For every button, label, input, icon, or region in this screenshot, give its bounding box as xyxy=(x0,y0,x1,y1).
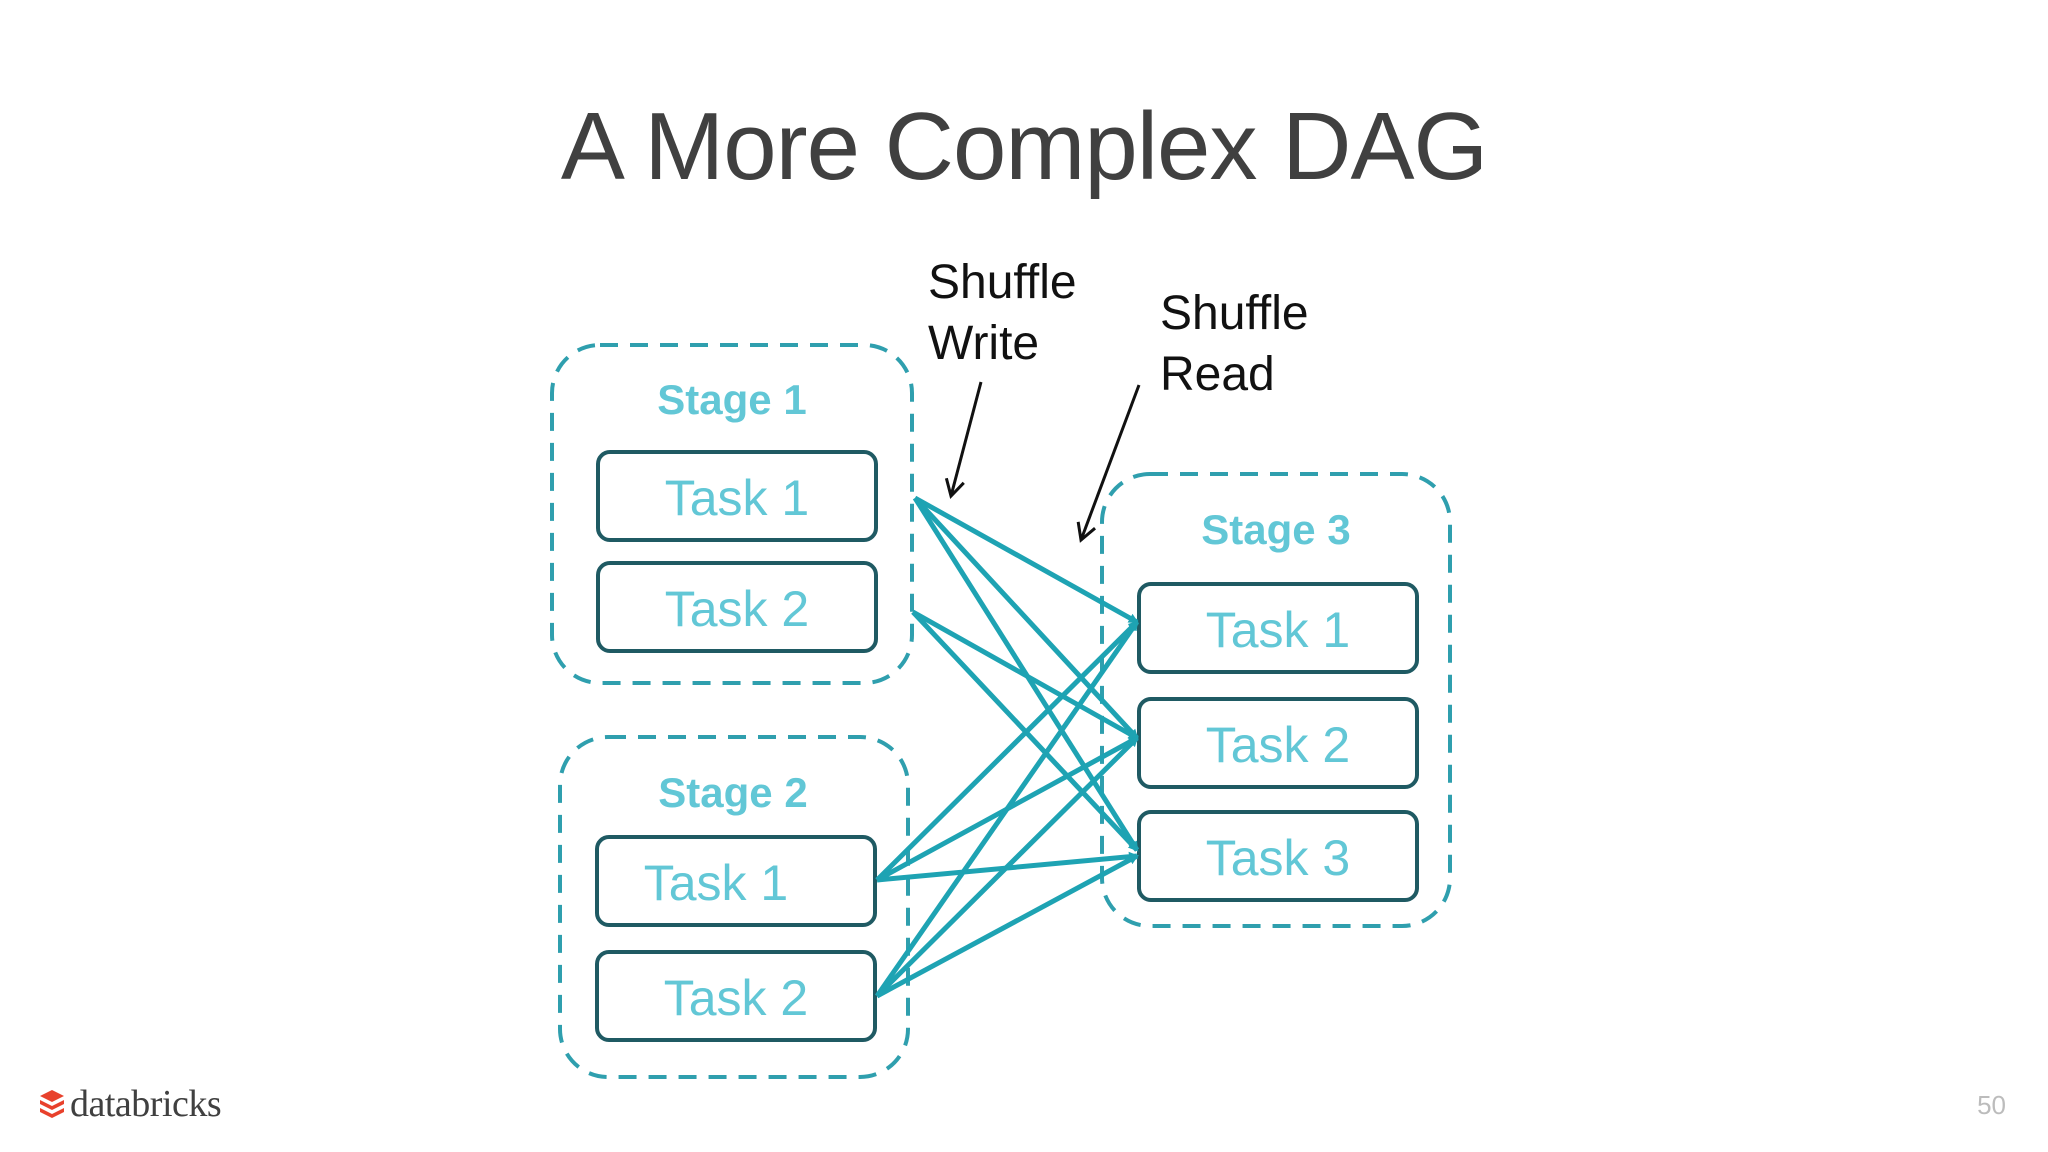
databricks-logo-icon xyxy=(40,1090,64,1118)
edge-s1t1-s3t1 xyxy=(913,495,1139,625)
stage-3-task-2-label: Task 2 xyxy=(1206,717,1351,773)
databricks-logo: databricks xyxy=(38,1083,222,1125)
page-number: 50 xyxy=(1977,1090,2006,1120)
stage-2-label: Stage 2 xyxy=(658,769,807,816)
stage-2-task-1-label: Task 1 xyxy=(644,855,789,911)
shuffle-write-line-1: Shuffle xyxy=(928,256,1077,309)
databricks-logo-text: databricks xyxy=(70,1083,222,1125)
stage-1-task-2-label: Task 2 xyxy=(665,581,810,637)
shuffle-read-line-2: Read xyxy=(1160,348,1275,401)
stage-1-task-1-box xyxy=(596,450,878,542)
shuffle-edges xyxy=(874,495,1140,999)
stage-3-task-1-label: Task 1 xyxy=(1206,602,1351,658)
stage-2-task-2-label: Task 2 xyxy=(664,970,809,1026)
stage-2-box xyxy=(558,735,910,1079)
shuffle-read-pointer xyxy=(1076,384,1141,543)
stage-1-task-2-box xyxy=(596,561,878,653)
edge-s2t1-s3t1 xyxy=(875,620,1139,882)
edge-s2t2-s3t1 xyxy=(874,620,1140,998)
edge-s2t2-s3t2 xyxy=(875,736,1139,998)
stage-1-box xyxy=(550,343,914,685)
stage-3-task-2-box xyxy=(1137,697,1419,789)
stage-1-task-1-label: Task 1 xyxy=(665,470,810,526)
edge-s1t2-s3t2 xyxy=(911,609,1139,741)
stage-3-task-1-box xyxy=(1137,582,1419,674)
stage-2-task-2-box xyxy=(595,950,877,1042)
stage-3-task-3-box xyxy=(1137,810,1419,902)
stage-2-task-1-box xyxy=(595,835,877,927)
stage-3-task-3-label: Task 3 xyxy=(1206,830,1351,886)
edge-s2t2-s3t3 xyxy=(875,853,1139,999)
shuffle-read-line-1: Shuffle xyxy=(1160,287,1309,340)
stage-3-label: Stage 3 xyxy=(1201,506,1350,553)
edge-s1t1-s3t2 xyxy=(913,496,1139,740)
slide-title: A More Complex DAG xyxy=(560,93,1488,200)
shuffle-write-pointer xyxy=(944,381,983,499)
shuffle-write-line-2: Write xyxy=(928,317,1039,370)
stage-1-label: Stage 1 xyxy=(657,376,806,423)
